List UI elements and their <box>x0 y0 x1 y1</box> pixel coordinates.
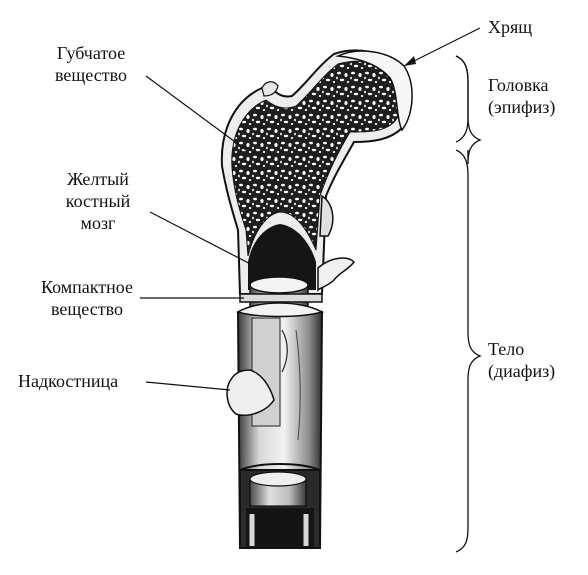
label-head-line1: Головка <box>488 75 549 95</box>
label-body-diaphysis: Тело (диафиз) <box>488 338 555 382</box>
medullary-cavity-top <box>248 224 316 290</box>
periosteum-flap-right <box>317 257 355 292</box>
leader-periosteum <box>145 381 231 391</box>
lesser-trochanter <box>319 194 334 237</box>
periosteum-peel <box>236 302 324 318</box>
label-head-line2: (эпифиз) <box>488 97 556 117</box>
arrow-cartilage <box>404 56 416 66</box>
spongy-bone <box>231 60 402 257</box>
leader-spongy <box>145 75 247 151</box>
label-spongy-line2: вещество <box>55 65 127 85</box>
label-head-epiphysis: Головка (эпифиз) <box>488 74 555 118</box>
compact-bone-collar <box>239 293 323 303</box>
label-periosteum-line1: Надкостница <box>18 371 119 391</box>
label-spongy-line1: Губчатое <box>56 43 126 63</box>
periosteum-flap-left <box>226 369 275 416</box>
label-marrow-line2: костный <box>65 191 131 211</box>
cartilage-cap <box>335 50 413 132</box>
label-compact-line1: Компактное <box>41 277 133 297</box>
label-periosteum: Надкостница <box>18 370 118 392</box>
label-cartilage: Хрящ <box>488 16 532 38</box>
label-marrow-line1: Желтый <box>67 169 129 189</box>
leader-cartilage <box>403 27 481 67</box>
label-yellow-marrow: Желтый костный мозг <box>48 168 148 234</box>
label-body-line1: Тело <box>488 339 525 359</box>
label-cartilage-line1: Хрящ <box>488 17 533 37</box>
marrow-cylinder-top <box>249 276 309 294</box>
label-spongy-bone: Губчатое вещество <box>36 42 146 86</box>
label-compact-line2: вещество <box>51 299 123 319</box>
label-compact-bone: Компактное вещество <box>30 276 144 320</box>
greater-trochanter <box>261 81 279 97</box>
leader-marrow <box>149 211 263 271</box>
brace-body <box>455 149 482 553</box>
label-body-line2: (диафиз) <box>488 361 556 381</box>
label-marrow-line3: мозг <box>80 213 116 233</box>
